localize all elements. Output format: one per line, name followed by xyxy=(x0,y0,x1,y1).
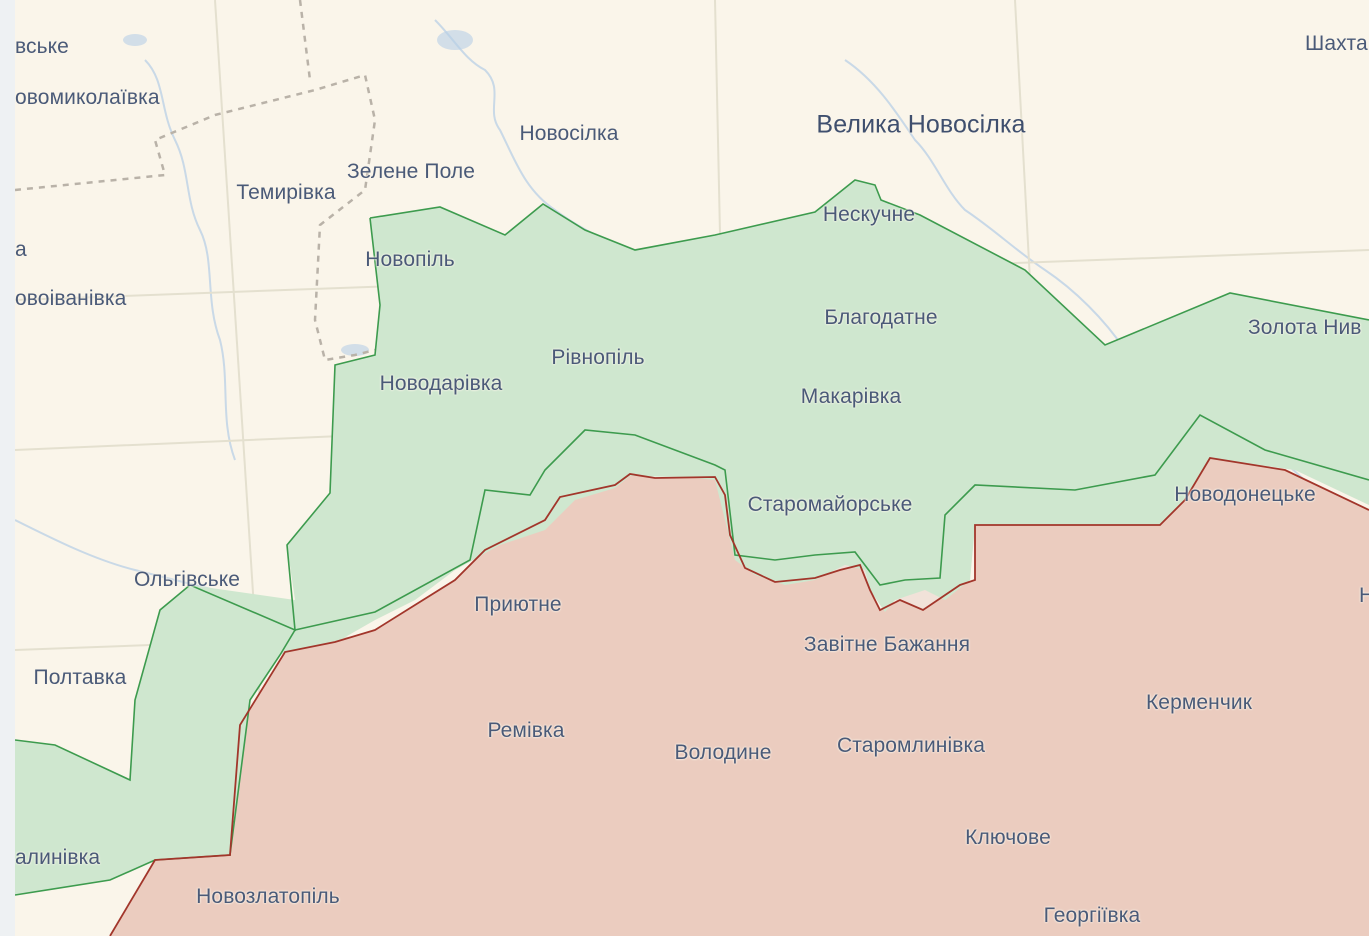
place-label-zelene-pole[interactable]: Зелене Поле xyxy=(346,160,476,183)
place-label-n-edge[interactable]: Н xyxy=(1359,584,1369,607)
river-line xyxy=(144,59,236,461)
zone-occupied xyxy=(110,458,1369,936)
place-label-staromaiorske[interactable]: Старомайорське xyxy=(747,493,913,516)
place-label-poltavka[interactable]: Полтавка xyxy=(33,666,127,689)
map-layer xyxy=(15,0,1369,936)
lake xyxy=(123,34,147,46)
frontline-occupied xyxy=(109,457,1369,936)
place-label-kermenchyk[interactable]: Керменчик xyxy=(1145,691,1253,714)
place-label-neskuchne[interactable]: Нескучне xyxy=(822,203,916,226)
lake xyxy=(341,344,369,356)
place-label-makarivka[interactable]: Макарівка xyxy=(800,385,902,408)
zone-ukraine-controlled xyxy=(15,180,1369,895)
place-label-vske[interactable]: вське xyxy=(15,35,69,58)
frontline-ukraine xyxy=(369,179,1369,346)
place-label-velyka-novosilka[interactable]: Велика Новосілка xyxy=(816,110,1026,139)
place-label-volodyne[interactable]: Володине xyxy=(674,741,772,764)
place-label-pryiutne[interactable]: Приютне xyxy=(474,593,562,616)
place-label-novoivanivka[interactable]: овоіванівка xyxy=(15,287,127,310)
place-label-temyrivka[interactable]: Темирівка xyxy=(236,181,336,204)
place-label-olhivske[interactable]: Ольгівське xyxy=(133,568,241,591)
map-canvas[interactable]: вське овомиколаївка а овоіванівка Темирі… xyxy=(15,0,1369,936)
place-label-novodarivka[interactable]: Новодарівка xyxy=(379,372,503,395)
place-label-heorhiivka[interactable]: Георгіївка xyxy=(1043,904,1141,927)
place-label-malynivka[interactable]: алинівка xyxy=(15,846,101,869)
frontline-ukraine-south xyxy=(294,413,1369,631)
place-label-shakhta[interactable]: Шахта xyxy=(1305,32,1368,55)
place-label-novosilka[interactable]: Новосілка xyxy=(519,122,619,145)
place-label-zavitne-bazhannia[interactable]: Завітне Бажання xyxy=(803,633,971,656)
admin-boundary xyxy=(15,0,828,936)
place-label-novopil[interactable]: Новопіль xyxy=(365,248,455,271)
place-label-novomykolaivka[interactable]: овомиколаївка xyxy=(15,86,160,109)
place-label-remivka[interactable]: Ремівка xyxy=(487,719,565,742)
place-label-zolota-nyva[interactable]: Золота Нив xyxy=(1248,316,1362,339)
place-label-staromlynivka[interactable]: Старомлинівка xyxy=(836,734,986,757)
place-label-blahodatne[interactable]: Благодатне xyxy=(824,306,938,329)
place-label-novozlatopil[interactable]: Новозлатопіль xyxy=(196,885,340,908)
place-label-rivnopil[interactable]: Рівнопіль xyxy=(551,346,645,369)
place-label-a[interactable]: а xyxy=(15,238,27,261)
lake xyxy=(437,30,473,50)
place-label-novodonetske[interactable]: Новодонецьке xyxy=(1174,483,1316,506)
place-label-kliuchove[interactable]: Ключове xyxy=(965,826,1051,849)
